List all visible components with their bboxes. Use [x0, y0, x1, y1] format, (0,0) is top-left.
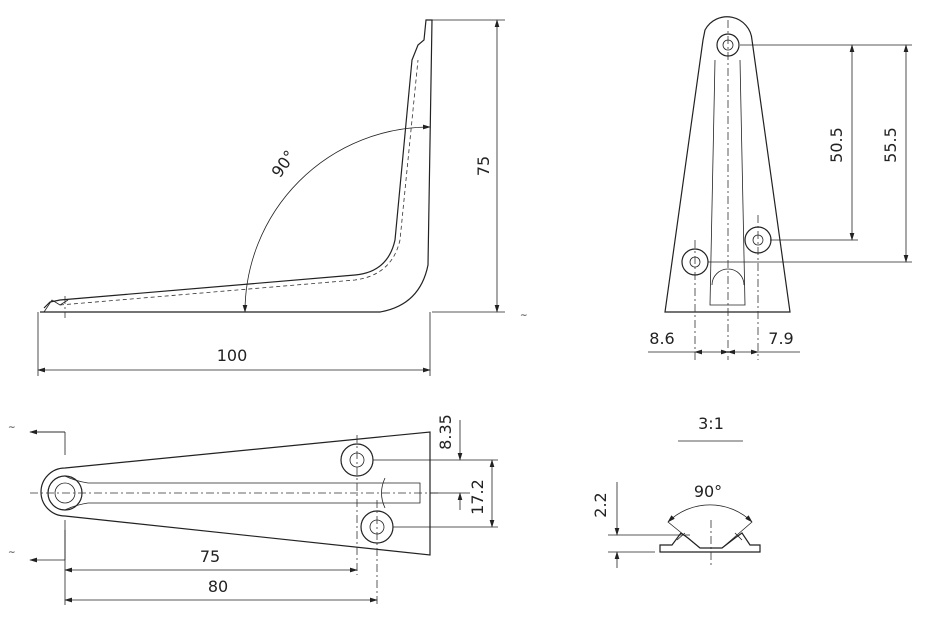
- section-mark: ~: [520, 311, 528, 321]
- front-view: 75 100 90° ~: [37, 19, 528, 376]
- dim-17-2: 17.2: [468, 479, 487, 515]
- dim-7-9: 7.9: [768, 329, 793, 348]
- detail-view: 3:1 90° 2.2: [591, 414, 761, 568]
- dim-75: 75: [200, 547, 220, 566]
- scale-label: 3:1: [698, 414, 724, 433]
- section-mark-bottom: ~: [8, 548, 16, 558]
- detail-angle-90: 90°: [694, 482, 722, 501]
- dim-55-5: 55.5: [881, 127, 900, 163]
- dim-2-2: 2.2: [591, 492, 610, 517]
- dim-8-6: 8.6: [649, 329, 674, 348]
- dim-50-5: 50.5: [827, 127, 846, 163]
- dim-80: 80: [208, 577, 228, 596]
- dim-height-75: 75: [474, 156, 493, 176]
- dim-8-35: 8.35: [436, 414, 455, 450]
- top-view: 50.5 55.5 8.6 7.9: [648, 16, 912, 360]
- dim-width-100: 100: [217, 346, 248, 365]
- section-mark-top: ~: [8, 423, 16, 433]
- plan-view: ~ ~ 75 80 8.35 17.2: [8, 414, 498, 605]
- angle-90: 90°: [268, 147, 300, 181]
